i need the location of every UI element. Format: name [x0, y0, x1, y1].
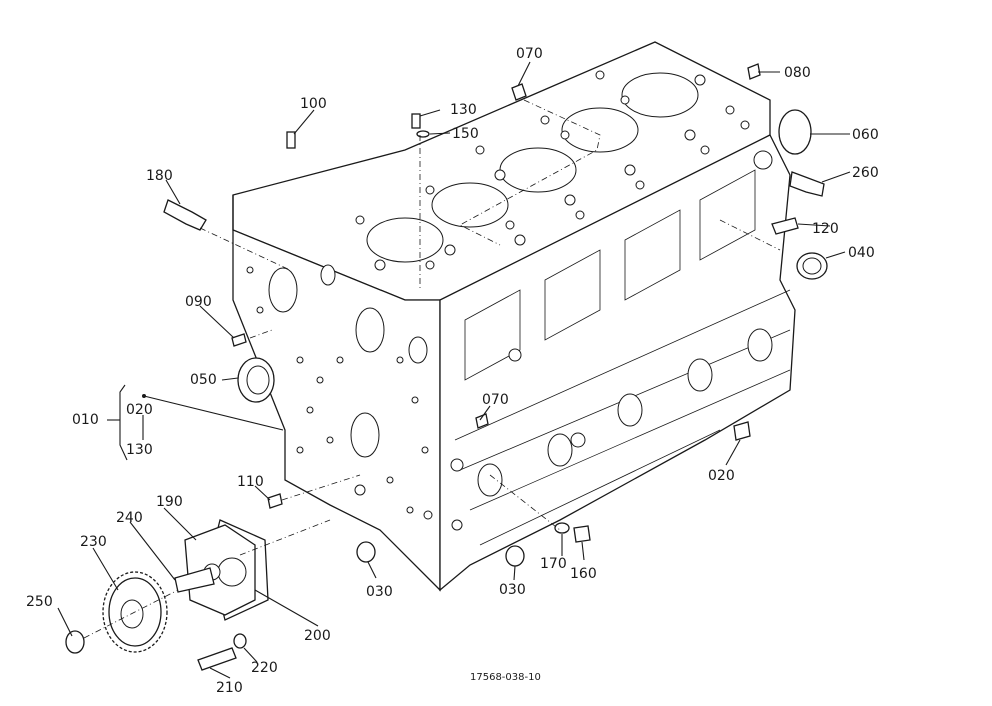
- label-210: 210: [216, 680, 243, 696]
- cylinder-bore-2: [431, 182, 509, 228]
- label-260: 260: [852, 165, 879, 181]
- label-020-right: 020: [708, 468, 735, 484]
- label-080: 080: [784, 65, 811, 81]
- pin-110: [267, 493, 283, 509]
- label-240: 240: [116, 510, 143, 526]
- oring-150: [416, 130, 430, 138]
- cylinder-bore-4: [561, 107, 639, 153]
- plug-030-right: [505, 545, 525, 567]
- label-150: 150: [452, 126, 479, 142]
- pin-100: [286, 131, 296, 149]
- pin-090: [231, 333, 247, 347]
- sensor-180: [163, 199, 207, 231]
- center-lines: [83, 99, 781, 639]
- label-230: 230: [80, 534, 107, 550]
- deck-holes: [355, 70, 750, 271]
- side-face-details: [450, 150, 791, 546]
- cylinder-bore-3: [499, 147, 577, 193]
- washer-170: [554, 522, 570, 534]
- label-010: 010: [72, 412, 99, 428]
- label-120: 120: [812, 221, 839, 237]
- sensor-260: [789, 171, 825, 197]
- label-050: 050: [190, 372, 217, 388]
- label-220: 220: [251, 660, 278, 676]
- cylinder-bore-1: [366, 217, 444, 263]
- bolt-160: [573, 525, 591, 543]
- leader-lines: [57, 61, 851, 679]
- front-face-holes: [246, 264, 433, 520]
- part-labels: 070 080 060 260 120 040 100 130 150 180 …: [26, 46, 879, 696]
- small-parts: [163, 63, 828, 567]
- plug-020-right: [733, 421, 751, 441]
- washer-220: [233, 633, 247, 649]
- reference-code: 17568-038-10: [470, 672, 541, 683]
- label-130-group: 130: [126, 442, 153, 458]
- label-020-group: 020: [126, 402, 153, 418]
- label-030-right: 030: [499, 582, 526, 598]
- nut-250: [65, 630, 85, 654]
- label-070-top: 070: [516, 46, 543, 62]
- bolt-210: [197, 647, 237, 671]
- label-090: 090: [185, 294, 212, 310]
- label-200: 200: [304, 628, 331, 644]
- block-side-face: [439, 134, 796, 592]
- label-030-left: 030: [366, 584, 393, 600]
- label-170: 170: [540, 556, 567, 572]
- cap-060: [778, 109, 812, 155]
- label-190: 190: [156, 494, 183, 510]
- cylinder-block: [232, 41, 796, 592]
- pin-130-top: [411, 113, 421, 129]
- plug-080: [747, 63, 761, 80]
- plug-030-left: [356, 541, 376, 563]
- label-180: 180: [146, 168, 173, 184]
- cylinder-bore-5: [621, 72, 699, 118]
- label-130-top: 130: [450, 102, 477, 118]
- label-100: 100: [300, 96, 327, 112]
- label-060: 060: [852, 127, 879, 143]
- pump-shaft-240: [174, 567, 215, 593]
- label-070-mid: 070: [482, 392, 509, 408]
- plug-070-top: [511, 83, 527, 101]
- pin-120: [771, 217, 799, 235]
- label-110: 110: [237, 474, 264, 490]
- label-250: 250: [26, 594, 53, 610]
- label-160: 160: [570, 566, 597, 582]
- label-040: 040: [848, 245, 875, 261]
